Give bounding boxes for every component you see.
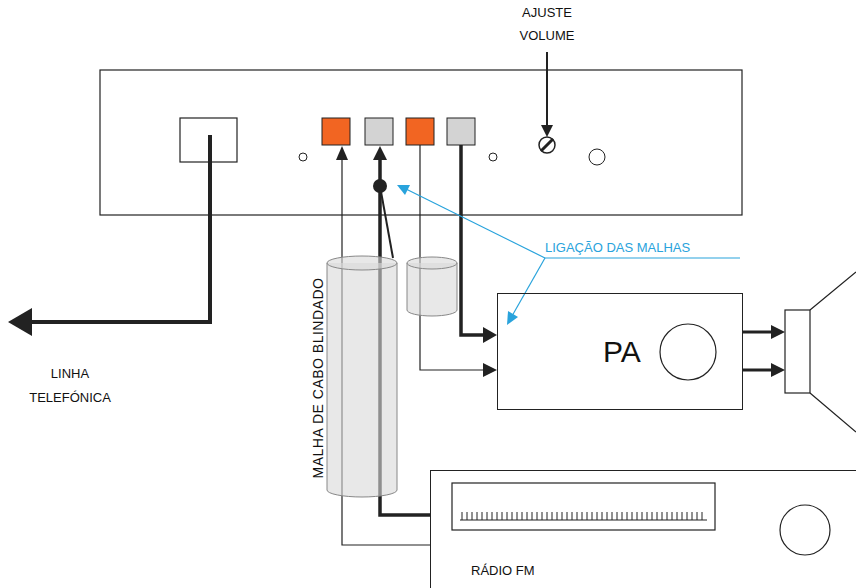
connector	[322, 118, 350, 145]
cable-shield	[407, 257, 457, 316]
dial-tick	[542, 512, 543, 520]
dial-tick	[547, 512, 548, 520]
radio-box: RÁDIO FM	[430, 470, 856, 588]
led	[589, 149, 605, 165]
dial-tick	[512, 512, 513, 520]
dial-tick	[627, 512, 628, 520]
dial-tick	[532, 512, 533, 520]
dial-tick	[687, 512, 688, 520]
pa-knob	[660, 324, 716, 380]
speaker-wire	[743, 332, 773, 370]
dial-tick	[642, 512, 643, 520]
dial-tick	[482, 512, 483, 520]
dial-tick	[517, 512, 518, 520]
dial-tick	[477, 512, 478, 520]
dial-tick	[572, 512, 573, 520]
arrowhead	[336, 146, 348, 160]
dial-tick	[617, 512, 618, 520]
dial-tick	[697, 512, 698, 520]
dial-tick	[647, 512, 648, 520]
radio-knob	[780, 505, 830, 555]
dial-tick	[472, 512, 473, 520]
connector	[447, 118, 475, 145]
dial-tick	[562, 512, 563, 520]
dial-tick	[692, 512, 693, 520]
leader-line	[546, 52, 548, 128]
arrowhead	[771, 325, 785, 339]
dial-tick	[622, 512, 623, 520]
dial-tick	[467, 512, 468, 520]
connector	[365, 118, 393, 145]
amplifier-box: PA	[497, 293, 743, 410]
dial-tick	[677, 512, 678, 520]
volume-screw	[539, 137, 555, 153]
dial-tick	[577, 512, 578, 520]
dial-tick	[637, 512, 638, 520]
arrowhead	[507, 311, 518, 325]
dial-tick	[557, 512, 558, 520]
connector	[406, 118, 434, 145]
arrowhead	[397, 185, 410, 195]
dial-tick	[497, 512, 498, 520]
arrowhead	[771, 363, 785, 377]
speaker-symbol	[810, 272, 856, 432]
dial-tick	[597, 512, 598, 520]
dial-tick	[657, 512, 658, 520]
arrowhead	[483, 363, 497, 377]
junction-dot	[373, 179, 387, 193]
cable-label: MALHA DE CABO BLINDADO	[310, 278, 326, 479]
cable-shield	[327, 256, 397, 497]
arrowhead	[8, 308, 32, 336]
callout-label: LIGAÇÃO DAS MALHAS	[545, 240, 690, 255]
dial-tick	[587, 512, 588, 520]
dial-tick	[552, 512, 553, 520]
node-label: PA	[603, 335, 641, 369]
dial-tick	[522, 512, 523, 520]
dial-tick	[632, 512, 633, 520]
radio-dial	[452, 483, 715, 530]
dial-ticks	[462, 512, 702, 520]
node-label: RÁDIO FM	[471, 563, 535, 578]
dial-tick	[667, 512, 668, 520]
speaker-symbol	[785, 310, 810, 393]
dial-tick	[582, 512, 583, 520]
phone-wire	[30, 135, 210, 322]
dial-tick	[487, 512, 488, 520]
hole	[489, 153, 497, 161]
dial-tick	[507, 512, 508, 520]
dial-tick	[462, 512, 463, 520]
line-label: LINHA TELEFÓNICA	[24, 362, 116, 410]
dial-tick	[602, 512, 603, 520]
dial-tick	[612, 512, 613, 520]
arrowhead	[373, 146, 387, 160]
callout-line	[404, 188, 740, 316]
shield-wire	[461, 145, 485, 335]
dial-tick	[492, 512, 493, 520]
dial-tick	[672, 512, 673, 520]
dial-tick	[662, 512, 663, 520]
dial-tick	[567, 512, 568, 520]
dial-tick	[502, 512, 503, 520]
shield-wire	[380, 186, 393, 258]
callout-label: AJUSTE VOLUME	[507, 1, 587, 47]
dial-tick	[592, 512, 593, 520]
volume-screw	[541, 139, 553, 151]
dial-tick	[652, 512, 653, 520]
dial-tick	[682, 512, 683, 520]
arrowhead	[483, 327, 497, 343]
arrowhead	[541, 125, 553, 137]
hole	[299, 153, 307, 161]
dial-tick	[537, 512, 538, 520]
device-box	[100, 70, 742, 215]
dial-tick	[702, 512, 703, 520]
dial-tick	[527, 512, 528, 520]
dial-tick	[607, 512, 608, 520]
